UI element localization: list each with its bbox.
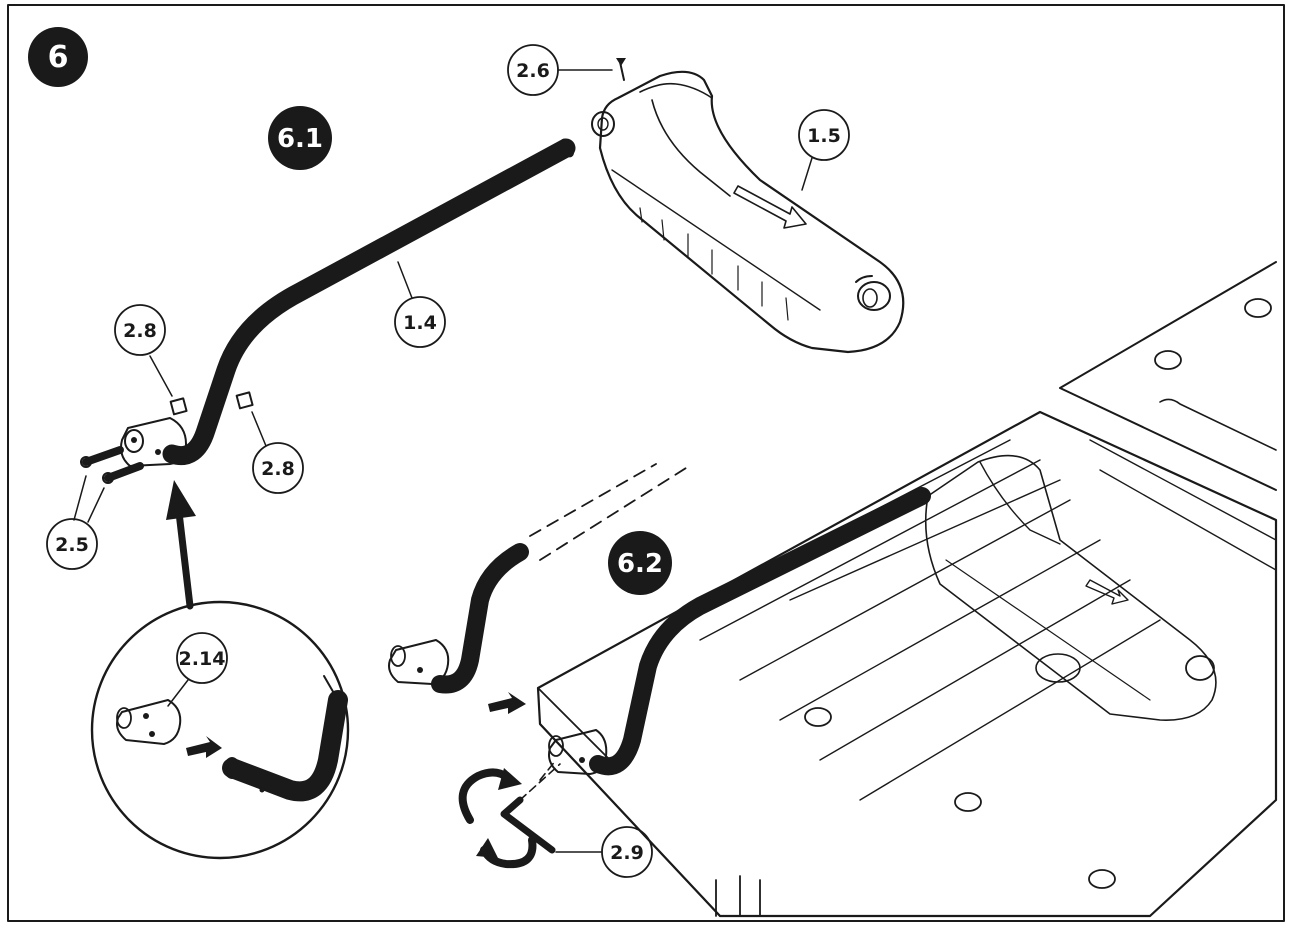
svg-text:2.8: 2.8: [123, 320, 157, 342]
hex-key-icon: [500, 759, 561, 854]
svg-text:2.8: 2.8: [261, 458, 295, 480]
mounted-blade-guard: [924, 454, 1217, 721]
mounted-rod: [548, 487, 931, 776]
substep-badge-6-1: 6.1: [268, 106, 332, 170]
page-frame: [7, 4, 1285, 922]
svg-text:1.5: 1.5: [807, 125, 841, 147]
callout-1-5: 1.5: [798, 109, 850, 161]
rotate-arrow-icon: [458, 768, 537, 869]
detail-zoom-circle: [90, 600, 350, 860]
step-badge: 6: [28, 27, 88, 87]
rod-insertion: [388, 463, 687, 714]
svg-text:2.6: 2.6: [516, 60, 550, 82]
svg-text:6.1: 6.1: [277, 124, 323, 154]
svg-text:2.14: 2.14: [179, 648, 226, 670]
callout-2-9: 2.9: [601, 826, 653, 878]
callout-2-8-left: 2.8: [114, 304, 166, 356]
svg-text:1.4: 1.4: [403, 312, 437, 334]
bolt-icon: [80, 446, 144, 484]
callout-2-6: 2.6: [507, 44, 559, 96]
svg-text:2.5: 2.5: [55, 534, 89, 556]
callout-1-4: 1.4: [394, 296, 446, 348]
nut-icon-right: [235, 391, 254, 410]
blade-guard: [591, 70, 905, 354]
callout-2-14: 2.14: [176, 632, 228, 684]
up-arrow-icon: [166, 480, 196, 610]
nut-icon-left: [169, 397, 188, 416]
substep-badge-6-2: 6.2: [608, 531, 672, 595]
svg-text:6: 6: [48, 40, 69, 75]
callout-2-8-right: 2.8: [252, 442, 304, 494]
insert-arrow-icon: [488, 692, 526, 714]
svg-text:6.2: 6.2: [617, 549, 663, 579]
screw-head: [616, 58, 626, 66]
bracket-rod: [162, 138, 576, 465]
callout-2-5: 2.5: [46, 518, 98, 570]
svg-text:2.9: 2.9: [610, 842, 644, 864]
